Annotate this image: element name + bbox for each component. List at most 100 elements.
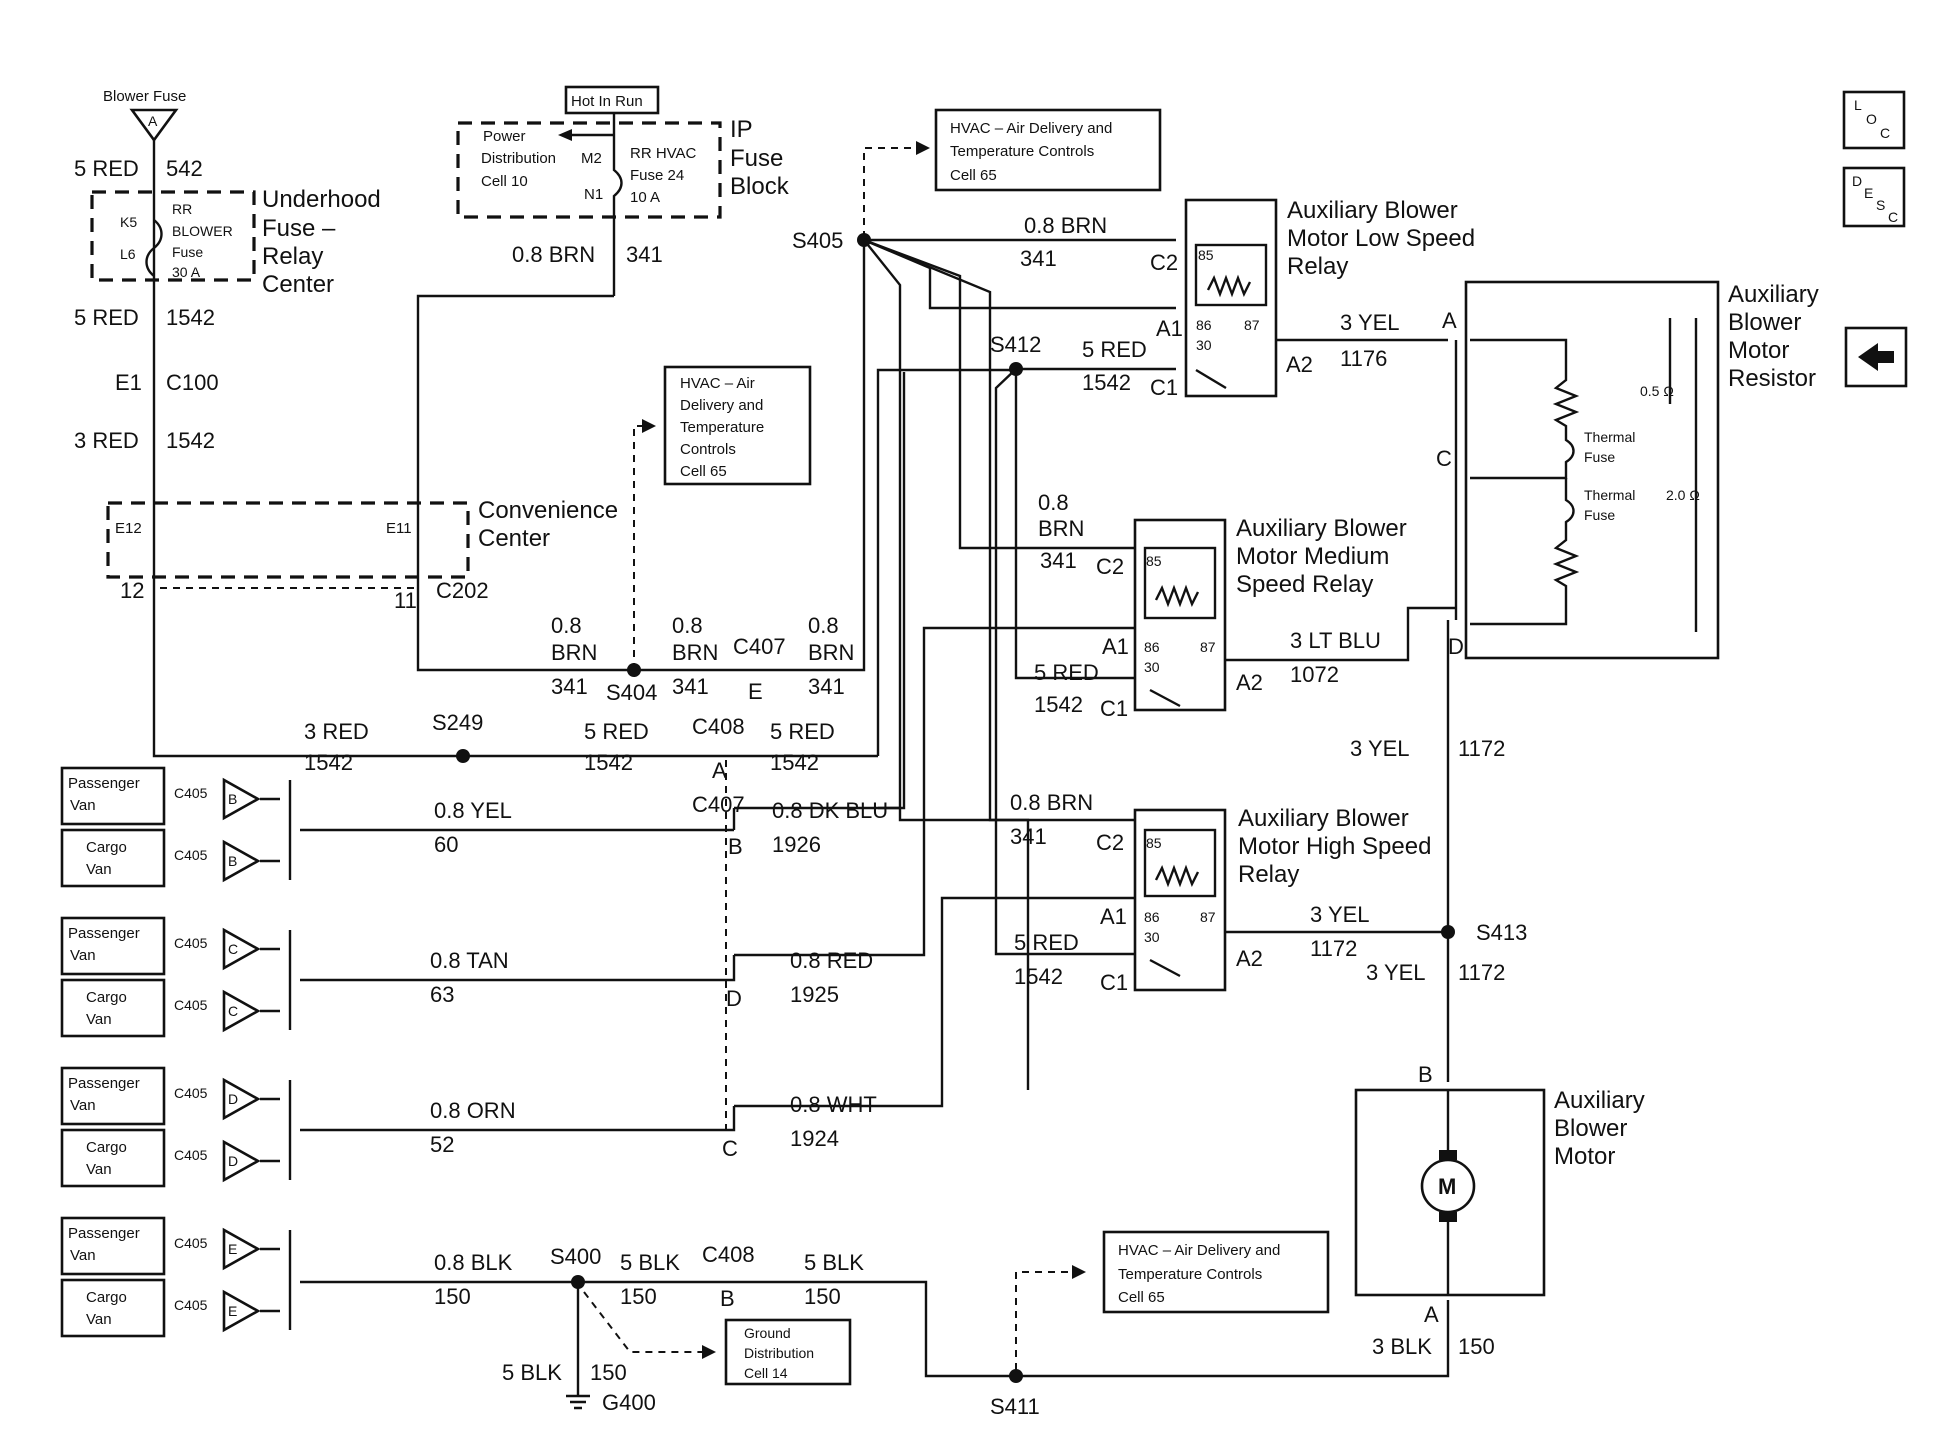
svg-text:Fuse: Fuse (1584, 507, 1615, 523)
orn-52-wire (300, 1106, 736, 1132)
hvac-ref-mid: HVAC – Air Delivery and Temperature Cont… (633, 365, 812, 670)
ip-fuse-1: RR HVAC (630, 145, 697, 162)
desc-button[interactable]: D E S C (1842, 166, 1906, 228)
circuit-1542b-label: 1542 (166, 428, 215, 453)
svg-text:5 BLK: 5 BLK (804, 1250, 864, 1275)
svg-text:Fuse: Fuse (1584, 449, 1615, 465)
svg-text:Cargo: Cargo (86, 1139, 127, 1156)
svg-text:Relay: Relay (1287, 253, 1348, 280)
underhood-fuse-relay-center: K5 L6 RR BLOWER Fuse 30 A Underhood Fuse… (90, 186, 381, 298)
brn-to-s405 (756, 238, 866, 672)
brn-top-label: 0.8 BRN (512, 242, 595, 267)
underhood-fuse-line1: RR (172, 201, 192, 217)
s400-label: S400 (550, 1244, 601, 1269)
resistor-feeds (1448, 340, 1458, 620)
svg-text:1926: 1926 (772, 832, 821, 857)
svg-text:85: 85 (1146, 835, 1162, 851)
svg-text:5 RED: 5 RED (584, 719, 649, 744)
c341-top-label: 341 (626, 242, 663, 267)
svg-text:Cargo: Cargo (86, 839, 127, 856)
fuse-pin-label: A (148, 113, 158, 129)
ip-fuse-block: Power Distribution Cell 10 M2 N1 RR HVAC… (456, 113, 790, 296)
svg-text:A: A (712, 758, 727, 783)
svg-text:5 RED: 5 RED (1034, 660, 1099, 685)
svg-text:0.8 WHT: 0.8 WHT (790, 1092, 877, 1117)
svg-text:1542: 1542 (1082, 370, 1131, 395)
ip-fuse-3: 10 A (630, 189, 660, 206)
svg-text:C2: C2 (1150, 250, 1178, 275)
svg-text:63: 63 (430, 982, 454, 1007)
loc-button[interactable]: L O C (1842, 90, 1906, 150)
svg-text:C405: C405 (174, 1147, 208, 1163)
svg-text:5 RED: 5 RED (1014, 930, 1079, 955)
svg-text:E: E (228, 1241, 237, 1257)
relay-medium: 85 86 30 87 Auxiliary Blower Motor Mediu… (1133, 515, 1407, 712)
svg-text:Van: Van (86, 1011, 112, 1028)
m2-label: M2 (581, 150, 602, 167)
ground-ref: Ground Distribution Cell 14 (583, 1291, 852, 1386)
svg-text:C405: C405 (174, 847, 208, 863)
svg-text:86: 86 (1196, 317, 1212, 333)
hot-in-run: Hot In Run (564, 85, 660, 115)
svg-text:0.8 DK BLU: 0.8 DK BLU (772, 798, 888, 823)
svg-text:1542: 1542 (584, 750, 633, 775)
svg-text:60: 60 (434, 832, 458, 857)
svg-text:C407: C407 (692, 792, 745, 817)
3red-1542-wire (152, 568, 878, 758)
ltblu-1072-wire (1225, 606, 1448, 662)
svg-text:Cell 65: Cell 65 (1118, 1289, 1165, 1306)
svg-text:3 LT BLU: 3 LT BLU (1290, 628, 1381, 653)
svg-text:150: 150 (620, 1284, 657, 1309)
back-button[interactable] (1844, 326, 1908, 388)
svg-text:0.8 TAN: 0.8 TAN (430, 948, 509, 973)
svg-text:B: B (1418, 1062, 1433, 1087)
relay-low: 85 86 30 87 Auxiliary Blower Motor Low S… (1184, 197, 1475, 398)
pin-12-label: 12 (120, 578, 144, 603)
svg-text:A1: A1 (1156, 316, 1183, 341)
svg-text:Cell 65: Cell 65 (680, 463, 727, 480)
svg-text:Cargo: Cargo (86, 1289, 127, 1306)
svg-text:C: C (722, 1136, 738, 1161)
s405-branch-med (863, 238, 1176, 550)
svg-text:M: M (1438, 1174, 1456, 1199)
svg-text:1542: 1542 (1034, 692, 1083, 717)
svg-text:C405: C405 (174, 1297, 208, 1313)
svg-text:30: 30 (1144, 929, 1160, 945)
svg-text:150: 150 (434, 1284, 471, 1309)
svg-text:87: 87 (1244, 317, 1260, 333)
underhood-title-1: Underhood (262, 186, 381, 213)
svg-text:Motor: Motor (1554, 1143, 1615, 1170)
power-dist-3: Cell 10 (481, 173, 528, 190)
svg-text:D: D (1852, 173, 1862, 189)
svg-text:A2: A2 (1236, 670, 1263, 695)
underhood-title-3: Relay (262, 243, 323, 270)
e11-label: E11 (386, 520, 412, 537)
svg-text:0.8 BRN: 0.8 BRN (1010, 790, 1093, 815)
ip-title-1: IP (730, 116, 753, 143)
ip-fuse-wire (612, 113, 623, 296)
svg-text:E: E (748, 679, 763, 704)
l6-label: L6 (120, 246, 136, 262)
svg-text:Van: Van (70, 797, 96, 814)
dkblu-1926-wire (734, 372, 906, 810)
k5-label: K5 (120, 214, 137, 230)
wire-5red-label: 5 RED (74, 156, 139, 181)
svg-text:Van: Van (70, 947, 96, 964)
svg-text:D: D (1448, 634, 1464, 659)
svg-text:0.8 RED: 0.8 RED (790, 948, 873, 973)
svg-text:Motor High Speed: Motor High Speed (1238, 833, 1431, 860)
ip-fuse-2: Fuse 24 (630, 167, 684, 184)
svg-text:Delivery and: Delivery and (680, 397, 763, 414)
power-dist-1: Power (483, 128, 526, 145)
svg-text:C1: C1 (1100, 970, 1128, 995)
s413-label: S413 (1476, 920, 1527, 945)
underhood-fuse-line4: 30 A (172, 264, 201, 280)
blower-fuse-label: Blower Fuse (103, 88, 186, 105)
svg-text:A2: A2 (1236, 946, 1263, 971)
svg-text:Speed Relay: Speed Relay (1236, 571, 1373, 598)
s411-splice (1009, 1369, 1023, 1383)
pin-11-label: 11 (394, 588, 417, 613)
svg-text:B: B (720, 1286, 735, 1311)
s412-label: S412 (990, 332, 1041, 357)
svg-text:C1: C1 (1100, 696, 1128, 721)
